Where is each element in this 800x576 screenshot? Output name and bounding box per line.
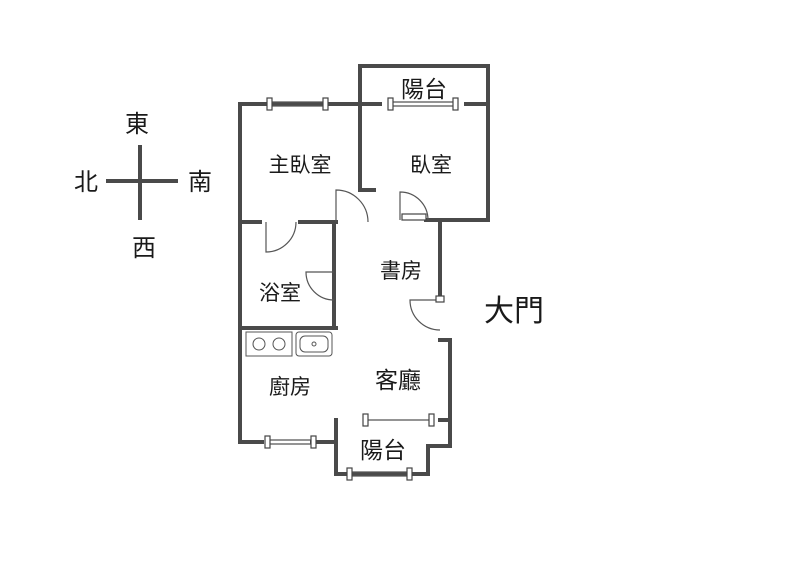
window-bottom-balcony-post-right <box>406 467 413 481</box>
door-bathroom <box>265 221 297 253</box>
window-master-bedroom-post-right <box>322 97 329 111</box>
sink-drain <box>311 341 317 347</box>
top-balcony-wall <box>358 64 490 222</box>
window-living-balcony-post-left <box>362 413 369 427</box>
outer-wall-left <box>238 102 264 444</box>
kitchen-fixtures <box>245 331 333 357</box>
room-labels: 陽台 主臥室 臥室 書房 浴室 廚房 客廳 陽台 大門 <box>259 77 544 464</box>
compass-north-label: 北 <box>74 168 98 196</box>
label-study: 書房 <box>380 259 422 283</box>
stove-burner-right <box>272 337 286 351</box>
label-master-bedroom: 主臥室 <box>269 153 332 177</box>
bottom-balcony-top-wall <box>334 418 452 444</box>
windows <box>264 97 459 481</box>
window-kitchen-post-left <box>264 435 271 449</box>
door-master-bedroom <box>335 189 369 223</box>
window-kitchen-post-right <box>310 435 317 449</box>
doors <box>265 189 445 331</box>
door-bedroom-jamb <box>401 213 427 221</box>
label-bathroom: 浴室 <box>259 281 301 305</box>
compass-east-label: 東 <box>125 110 149 138</box>
window-bottom-balcony-post-left <box>346 467 353 481</box>
window-master-bedroom-post-left <box>266 97 273 111</box>
window-top-balcony-post-left <box>387 97 394 111</box>
walls <box>238 64 490 476</box>
living-room-right-wall <box>438 338 452 422</box>
label-entrance: 大門 <box>484 294 544 329</box>
door-main-entrance <box>409 299 441 331</box>
door-bedroom <box>399 191 429 221</box>
stove-burner-left <box>252 337 266 351</box>
door-main-entrance-jamb <box>435 295 445 303</box>
label-kitchen: 廚房 <box>269 375 311 399</box>
window-living-balcony-post-right <box>428 413 435 427</box>
label-bottom-balcony: 陽台 <box>360 438 406 464</box>
label-living-room: 客廳 <box>375 368 421 394</box>
label-bedroom: 臥室 <box>410 153 452 177</box>
compass-south-label: 南 <box>188 168 212 196</box>
compass: 東 北 南 西 <box>74 110 212 262</box>
window-top-balcony-post-right <box>452 97 459 111</box>
compass-west-label: 西 <box>132 234 156 262</box>
door-study-bathroom <box>305 271 335 301</box>
label-top-balcony: 陽台 <box>401 77 447 103</box>
